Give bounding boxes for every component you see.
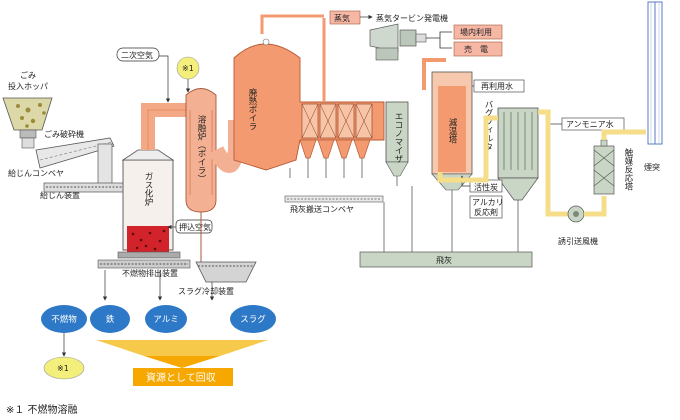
noncomb-discharge-device (97, 259, 191, 269)
crusher-label: ごみ破砕機 (44, 129, 84, 139)
economizer (385, 101, 409, 186)
slag-cooler (195, 212, 257, 283)
gas-duct (141, 103, 190, 150)
waste-heat-boiler-label: 廃熱ボイラ (247, 87, 257, 130)
output-aluminum-label: アルミ (153, 315, 178, 325)
output-arrows (102, 270, 215, 301)
secondary-air-label: 二次空気 (121, 50, 153, 60)
output-noncombustibles: 不燃物 (41, 305, 87, 333)
recovery-arrow (96, 340, 268, 368)
flue-duct-4 (601, 129, 646, 140)
note-mark-circle-2 (43, 356, 85, 380)
hopper (2, 97, 53, 149)
hopper-drop-lines (289, 158, 363, 178)
fly-ash-label: 飛灰 (436, 255, 452, 265)
output-iron: 鉄 (90, 305, 130, 333)
output-slag: スラグ (230, 305, 276, 333)
bag-filter (497, 107, 539, 240)
fly-ash-drops (383, 186, 519, 252)
economizer-label: エコノマイザ (393, 112, 403, 163)
chimney (647, 1, 663, 145)
hopper-label: ごみ 投入ホッパ (8, 70, 48, 91)
output-iron-label: 鉄 (106, 314, 115, 325)
induced-fan-label: 誘引送風機 (558, 236, 598, 246)
feed-conveyor-label: 給じんコンベヤ (8, 168, 64, 178)
ash-conveyor-label: 飛灰搬送コンベヤ (290, 204, 354, 214)
secondary-air-line (159, 55, 171, 103)
melting-furnace-label: 溶融炉（ボイラ） (196, 114, 206, 183)
recovery-box (133, 368, 233, 386)
reuse-water-label: 再利用水 (481, 81, 513, 91)
alkali-reagent-label: アルカリ 反応剤 (472, 198, 506, 217)
chimney-label: 煙突 (644, 162, 660, 172)
turbine-generator (369, 23, 427, 61)
footnote: ※１ 不燃物溶融 (6, 403, 78, 416)
onsite-use-box (453, 24, 503, 40)
alkali-reagent-box (469, 195, 503, 219)
push-air-box (175, 219, 213, 234)
flue-duct-2 (538, 109, 570, 217)
output-aluminum: アルミ (145, 305, 187, 333)
turbine-generator-label: 蒸気タービン発電機 (376, 13, 448, 23)
boiler-ash-hoppers (299, 139, 371, 159)
sale-box (453, 41, 503, 57)
sale-label: 売 電 (464, 44, 488, 54)
furnace-boiler-duct (208, 120, 244, 173)
flue-duct-3 (584, 196, 607, 217)
onsite-use-label: 場内利用 (460, 27, 492, 37)
fly-ash-bar (359, 251, 533, 268)
feed-conveyor (35, 137, 125, 193)
output-noncombustibles-label: 不燃物 (51, 314, 77, 325)
steam-line (260, 14, 324, 34)
gasifier (117, 149, 181, 259)
recovery-label: 資源として回収 (146, 371, 216, 384)
boiler-tube-banks (301, 103, 373, 139)
ammonia-water-label: アンモニア水 (566, 119, 614, 129)
melting-furnace (185, 88, 217, 213)
gasifier-label: ガス化炉 (143, 172, 153, 207)
reuse-water-pipe (422, 58, 446, 90)
catalytic-reactor (593, 139, 615, 195)
slag-cooler-label: スラグ冷却装置 (178, 286, 234, 296)
feeder-label: 給じん装置 (40, 190, 80, 200)
secondary-air-box (116, 47, 160, 62)
noncomb-discharge-label: 不燃物排出装置 (122, 268, 178, 278)
steam-label: 蒸気 (334, 13, 350, 23)
note-mark-label: ※1 (182, 64, 194, 73)
note-mark-label-2: ※1 (57, 364, 69, 373)
output-slag-label: スラグ (240, 314, 266, 325)
push-air-label: 押込空気 (179, 222, 211, 232)
generator-output-lines (426, 31, 452, 49)
cooling-tower-label: 減温塔 (447, 117, 457, 144)
catalytic-reactor-label: 触媒反応塔 (623, 147, 633, 191)
flue-duct-1 (437, 115, 498, 183)
induced-fan (567, 205, 585, 223)
ash-conveyor (284, 195, 384, 203)
activated-carbon-label: 活性炭 (474, 182, 498, 192)
steam-box (329, 10, 361, 25)
cooling-tower (431, 71, 473, 240)
